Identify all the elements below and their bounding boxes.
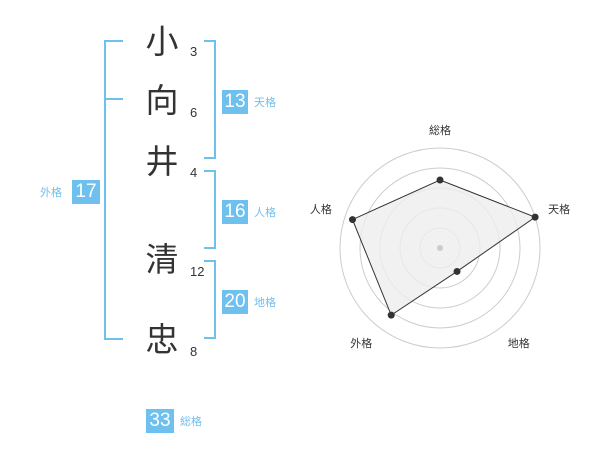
tenkaku-label: 天格 (254, 96, 276, 109)
radar-grid-ring (359, 167, 521, 329)
name-char-1: 小 (145, 22, 179, 61)
name-char-2: 向 (145, 81, 179, 120)
stroke-count-3: 4 (190, 165, 198, 180)
radar-label-3: 地格 (508, 336, 530, 350)
radar-label-5: 人格 (310, 202, 332, 216)
tenkaku-bracket (204, 40, 216, 159)
name-char-3: 井 (145, 142, 179, 181)
radar-grid-ring (339, 147, 541, 349)
chikaku-label: 地格 (254, 296, 276, 309)
radar-label-1: 総格 (429, 123, 451, 137)
radar-point-4 (387, 311, 395, 319)
gaikaku-bracket (104, 40, 123, 340)
radar-label-4: 外格 (350, 336, 372, 350)
tenkaku-value: 13 (222, 90, 248, 114)
gaikaku-bracket-tick (104, 98, 123, 100)
radar-point-1 (436, 176, 444, 184)
name-char-5: 忠 (145, 320, 179, 359)
radar-point-2 (531, 213, 539, 221)
stroke-count-4: 12 (190, 264, 205, 279)
soukaku-label: 総格 (180, 415, 202, 428)
chikaku-bracket (204, 260, 216, 339)
chikaku-value: 20 (222, 290, 248, 314)
soukaku-value: 33 (146, 409, 174, 433)
radar-area (351, 179, 537, 316)
radar-point-5 (349, 216, 357, 224)
gaikaku-label: 外格 (40, 186, 62, 199)
jinkaku-label: 人格 (254, 206, 276, 219)
stroke-count-1: 3 (190, 44, 198, 59)
gaikaku-value: 17 (72, 180, 100, 204)
name-char-4: 清 (145, 240, 179, 279)
radar-point-3 (453, 267, 461, 275)
stroke-count-5: 8 (190, 344, 198, 359)
jinkaku-value: 16 (222, 200, 248, 224)
jinkaku-bracket (204, 170, 216, 249)
radar-center-dot (437, 245, 443, 251)
stroke-count-2: 6 (190, 105, 198, 120)
radar-label-2: 天格 (548, 202, 570, 216)
